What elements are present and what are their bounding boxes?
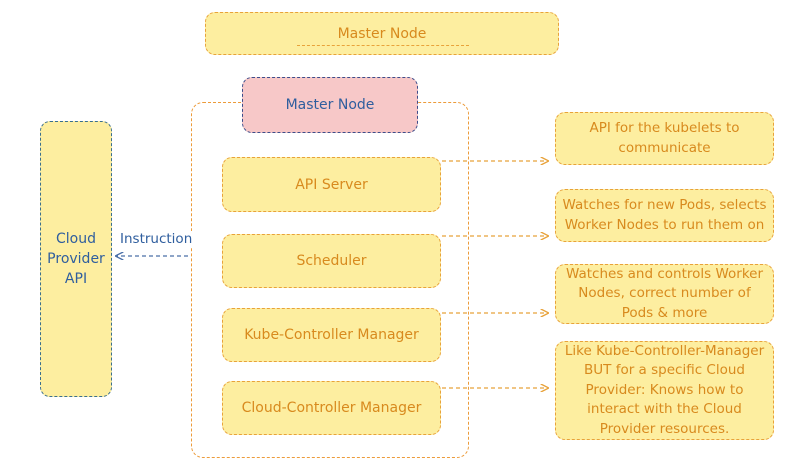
cloud-provider-api-label: Cloud Provider API — [47, 231, 105, 287]
api-server-label: API Server — [295, 176, 368, 193]
instruction-label: Instruction — [120, 231, 193, 247]
master-node-header-label: Master Node — [285, 97, 375, 113]
kube-controller-description: Watches and controls Worker Nodes, corre… — [565, 265, 764, 321]
cloud-controller-manager-box: Cloud-Controller Manager — [222, 381, 441, 435]
cloud-provider-api-box: Cloud Provider API — [40, 121, 112, 397]
top-title-underline — [297, 45, 469, 46]
api-server-description: API for the kubelets to communicate — [589, 120, 740, 156]
api-server-box: API Server — [222, 157, 441, 212]
kube-controller-manager-label: Kube-Controller Manager — [244, 327, 419, 343]
cloud-controller-description-box: Like Kube-Controller-Manager BUT for a s… — [555, 341, 774, 440]
cloud-controller-description: Like Kube-Controller-Manager BUT for a s… — [564, 342, 765, 437]
scheduler-label: Scheduler — [296, 253, 367, 269]
top-title-box: Master Node — [205, 12, 559, 55]
kube-controller-description-box: Watches and controls Worker Nodes, corre… — [555, 264, 774, 324]
api-server-description-box: API for the kubelets to communicate — [555, 112, 774, 165]
scheduler-description-box: Watches for new Pods, selects Worker Nod… — [555, 189, 774, 242]
scheduler-box: Scheduler — [222, 234, 441, 288]
master-node-header: Master Node — [242, 77, 418, 133]
cloud-controller-manager-label: Cloud-Controller Manager — [241, 400, 422, 416]
scheduler-description: Watches for new Pods, selects Worker Nod… — [562, 197, 767, 233]
top-title: Master Node — [337, 25, 427, 42]
kube-controller-manager-box: Kube-Controller Manager — [222, 308, 441, 362]
